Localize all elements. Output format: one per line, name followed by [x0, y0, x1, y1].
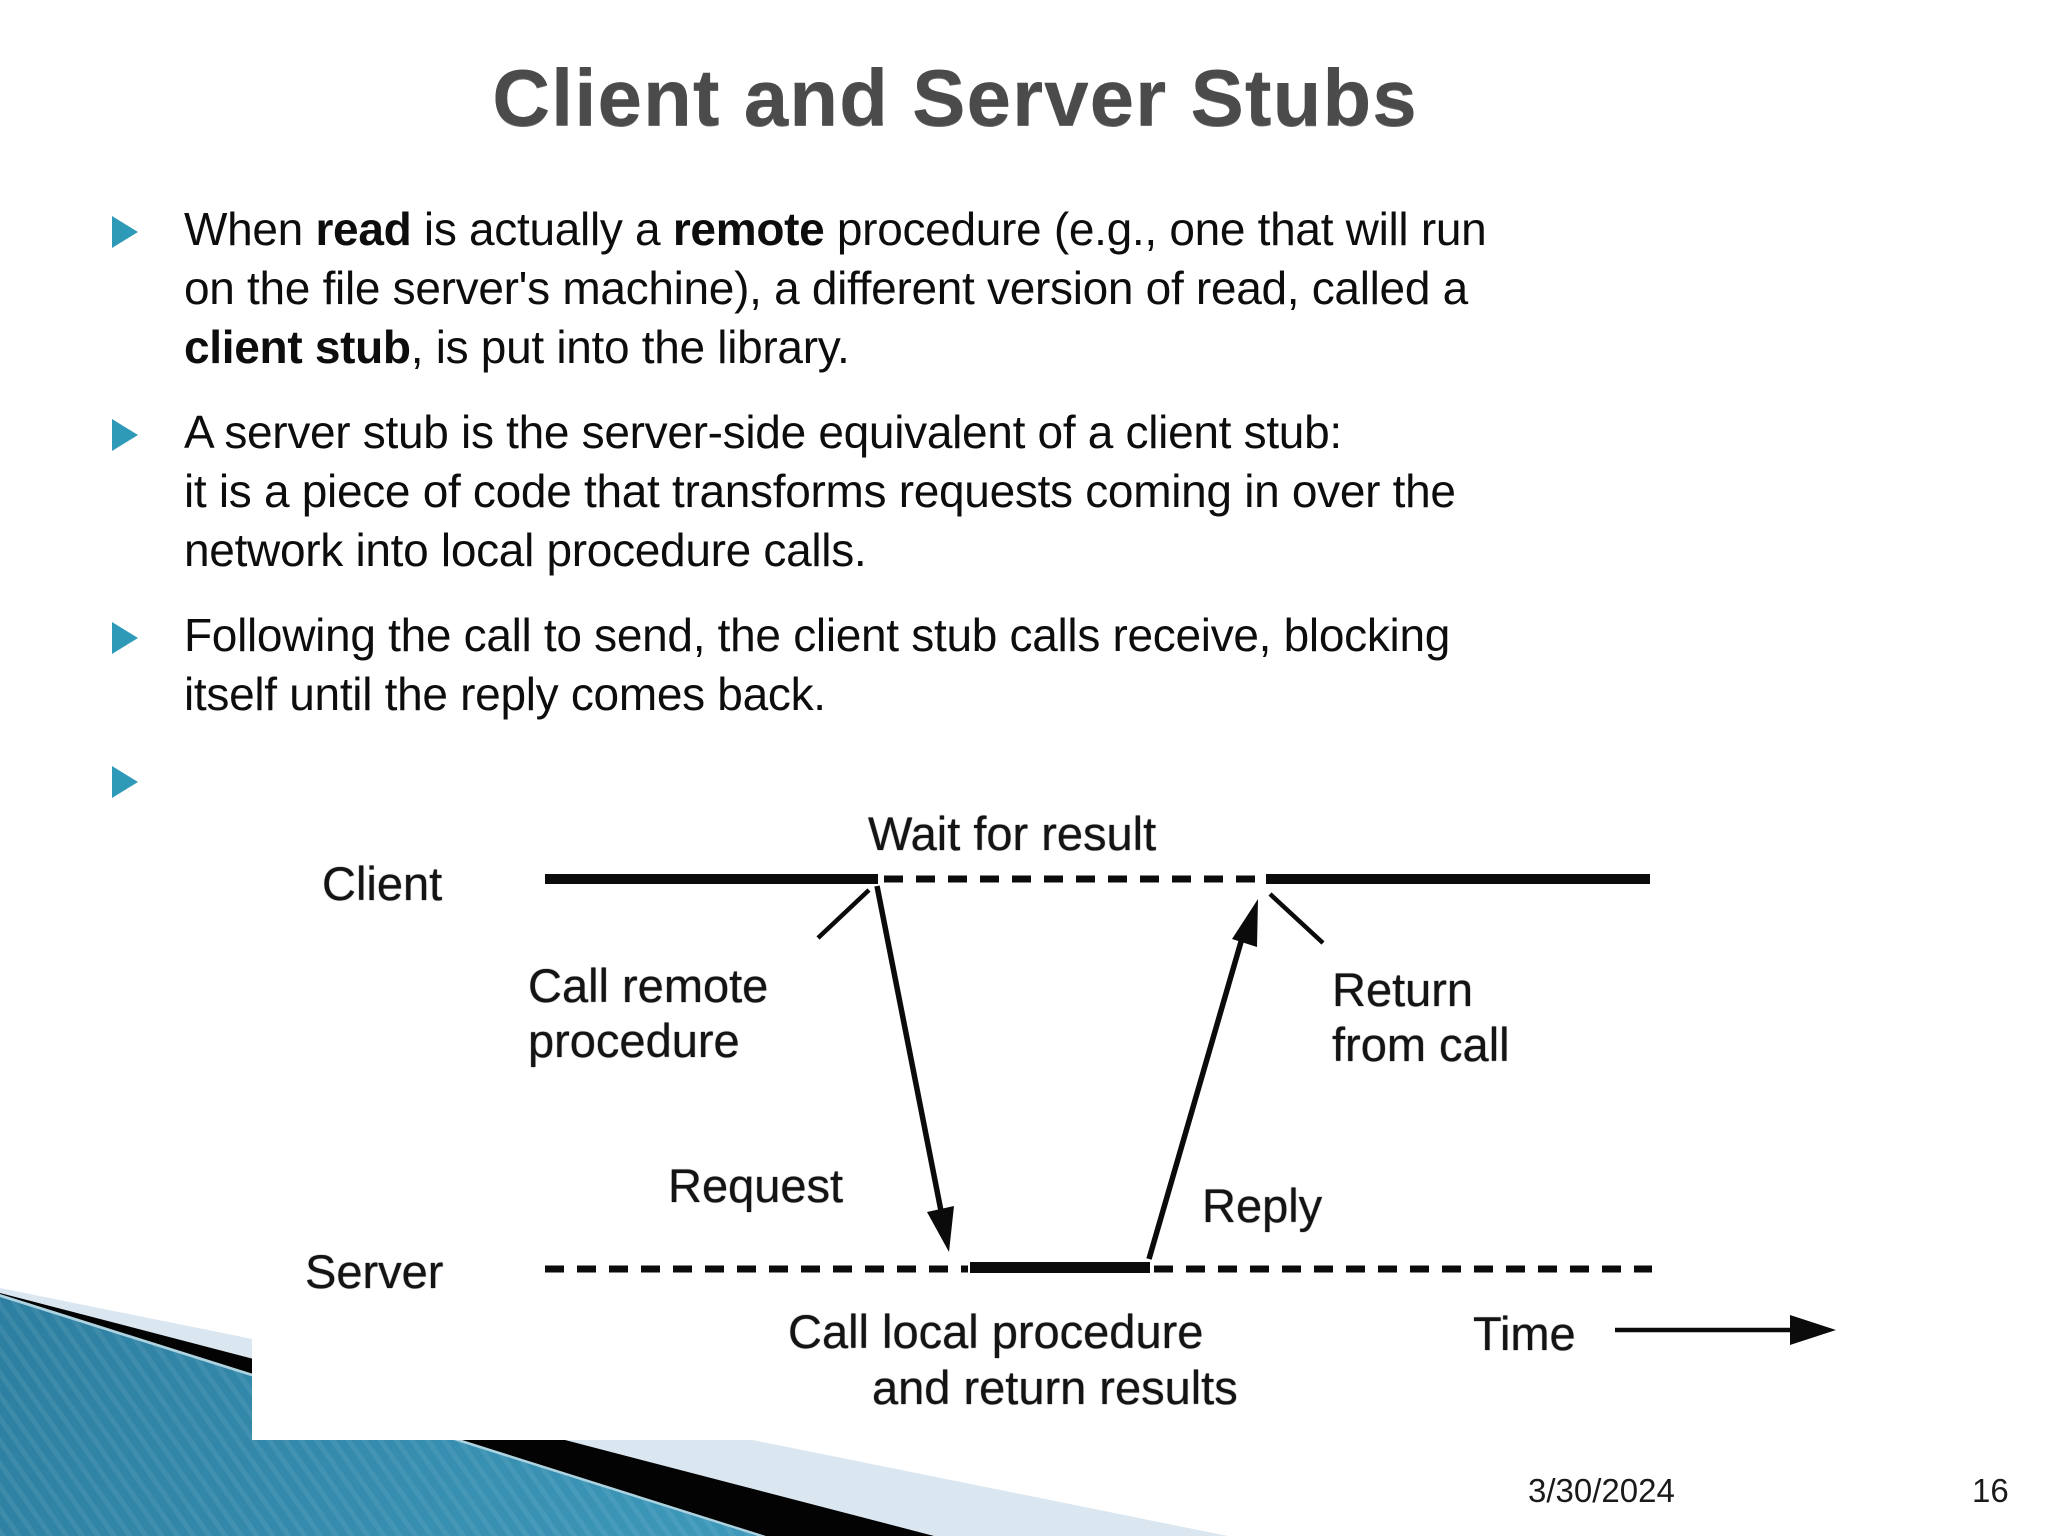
bullet-line: on the file server's machine), a differe… — [184, 262, 1468, 314]
wait-for-result-label: Wait for result — [868, 807, 1157, 860]
diagram-background — [252, 808, 1726, 1440]
bullet-item: A server stub is the server-side equival… — [112, 403, 1972, 580]
bullet-text: A server stub is the server-side equival… — [184, 403, 1456, 580]
bullet-item: Following the call to send, the client s… — [112, 606, 1972, 724]
bullet-arrow-icon — [112, 622, 184, 654]
bullet-arrow-icon — [112, 419, 184, 451]
client-label: Client — [322, 857, 443, 910]
page-title: Client and Server Stubs — [492, 53, 1418, 142]
call-local-label-line2: and return results — [872, 1361, 1238, 1414]
bullet-list: When read is actually a remote procedure… — [112, 200, 1972, 824]
bullet-text: When read is actually a remote procedure… — [184, 200, 1487, 377]
bullet-text: Following the call to send, the client s… — [184, 606, 1450, 724]
bullet-line: Following the call to send, the client s… — [184, 609, 1451, 661]
server-label: Server — [305, 1245, 444, 1298]
return-from-call-label-line1: Return — [1332, 963, 1474, 1016]
bullet-item: When read is actually a remote procedure… — [112, 200, 1972, 377]
bullet-line: network into local procedure calls. — [184, 524, 867, 576]
return-from-call-label-line2: from call — [1332, 1018, 1510, 1071]
bullet-item — [112, 750, 1972, 798]
bullet-arrow-icon — [112, 216, 184, 248]
time-label: Time — [1473, 1307, 1576, 1360]
bullet-line: it is a piece of code that transforms re… — [184, 465, 1456, 517]
page-number: 16 — [1972, 1472, 2009, 1509]
request-label: Request — [668, 1159, 844, 1212]
call-remote-label-line1: Call remote — [528, 959, 769, 1012]
bullet-arrow-icon — [112, 766, 184, 798]
time-arrowhead-icon — [1790, 1315, 1836, 1345]
bullet-line: itself until the reply comes back. — [184, 668, 826, 720]
bullet-line: client stub, is put into the library. — [184, 321, 850, 373]
bullet-line: A server stub is the server-side equival… — [184, 406, 1342, 458]
footer-date: 3/30/2024 — [1528, 1472, 1675, 1509]
call-remote-label-line2: procedure — [528, 1014, 740, 1067]
bullet-line: When read is actually a remote procedure… — [184, 203, 1487, 255]
reply-label: Reply — [1202, 1179, 1323, 1232]
call-local-label-line1: Call local procedure — [788, 1305, 1204, 1358]
